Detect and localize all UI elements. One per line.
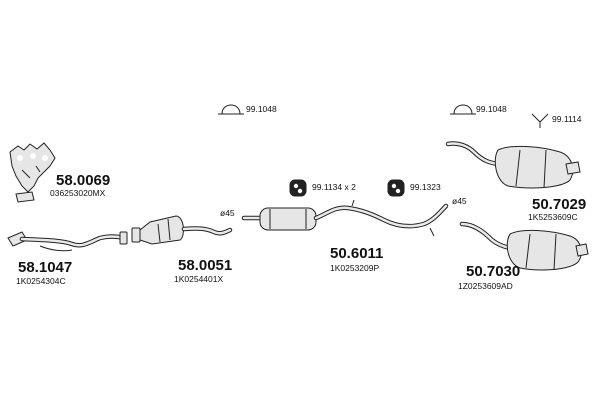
accessory-code-clamp-1: 99.1048 xyxy=(246,104,277,114)
part-ref-catalyst: 1K0254401X xyxy=(174,274,224,284)
part-number-catalyst: 58.0051 xyxy=(178,257,233,274)
clamp-icon-2[interactable] xyxy=(450,104,476,115)
accessory-code-clamp-2: 99.1048 xyxy=(476,104,507,114)
part-number-manifold: 58.0069 xyxy=(56,172,111,189)
accessory-code-mount-2: 99.1323 xyxy=(410,182,441,192)
part-number-rear-silencer-lower: 50.7030 xyxy=(466,263,521,280)
part-ref-centre-pipe: 1K0253209P xyxy=(330,263,380,273)
part-ref-rear-silencer-lower: 1Z0253609AD xyxy=(458,281,513,291)
rear-silencer-upper[interactable] xyxy=(445,141,581,189)
accessory-code-mount-1: 99.1134 x 2 xyxy=(312,182,356,192)
part-number-rear-silencer-upper: 50.7029 xyxy=(532,196,587,213)
part-ref-front-pipe: 1K0254304C xyxy=(16,276,66,286)
centre-pipe[interactable] xyxy=(241,199,449,237)
part-ref-rear-silencer-upper: 1K5253609C xyxy=(528,212,578,222)
exhaust-manifold[interactable] xyxy=(9,142,56,203)
part-number-centre-pipe: 50.6011 xyxy=(330,245,384,262)
part-number-front-pipe: 58.1047 xyxy=(18,259,73,276)
accessory-code-bracket: 99.1114 xyxy=(552,114,582,124)
part-ref-manifold: 036253020MX xyxy=(50,188,106,198)
clamp-icon-1[interactable] xyxy=(218,104,244,115)
catalytic-converter[interactable] xyxy=(131,215,233,245)
diameter-label-centre-pipe: ø45 xyxy=(452,196,467,206)
front-pipe[interactable] xyxy=(7,231,128,252)
rubber-mount-icon-2[interactable] xyxy=(387,179,405,197)
rubber-mount-icon-1[interactable] xyxy=(289,179,307,197)
diameter-label-catalyst: ø45 xyxy=(220,208,235,218)
rear-silencer-lower[interactable] xyxy=(459,221,589,271)
bracket-icon[interactable] xyxy=(531,113,549,128)
